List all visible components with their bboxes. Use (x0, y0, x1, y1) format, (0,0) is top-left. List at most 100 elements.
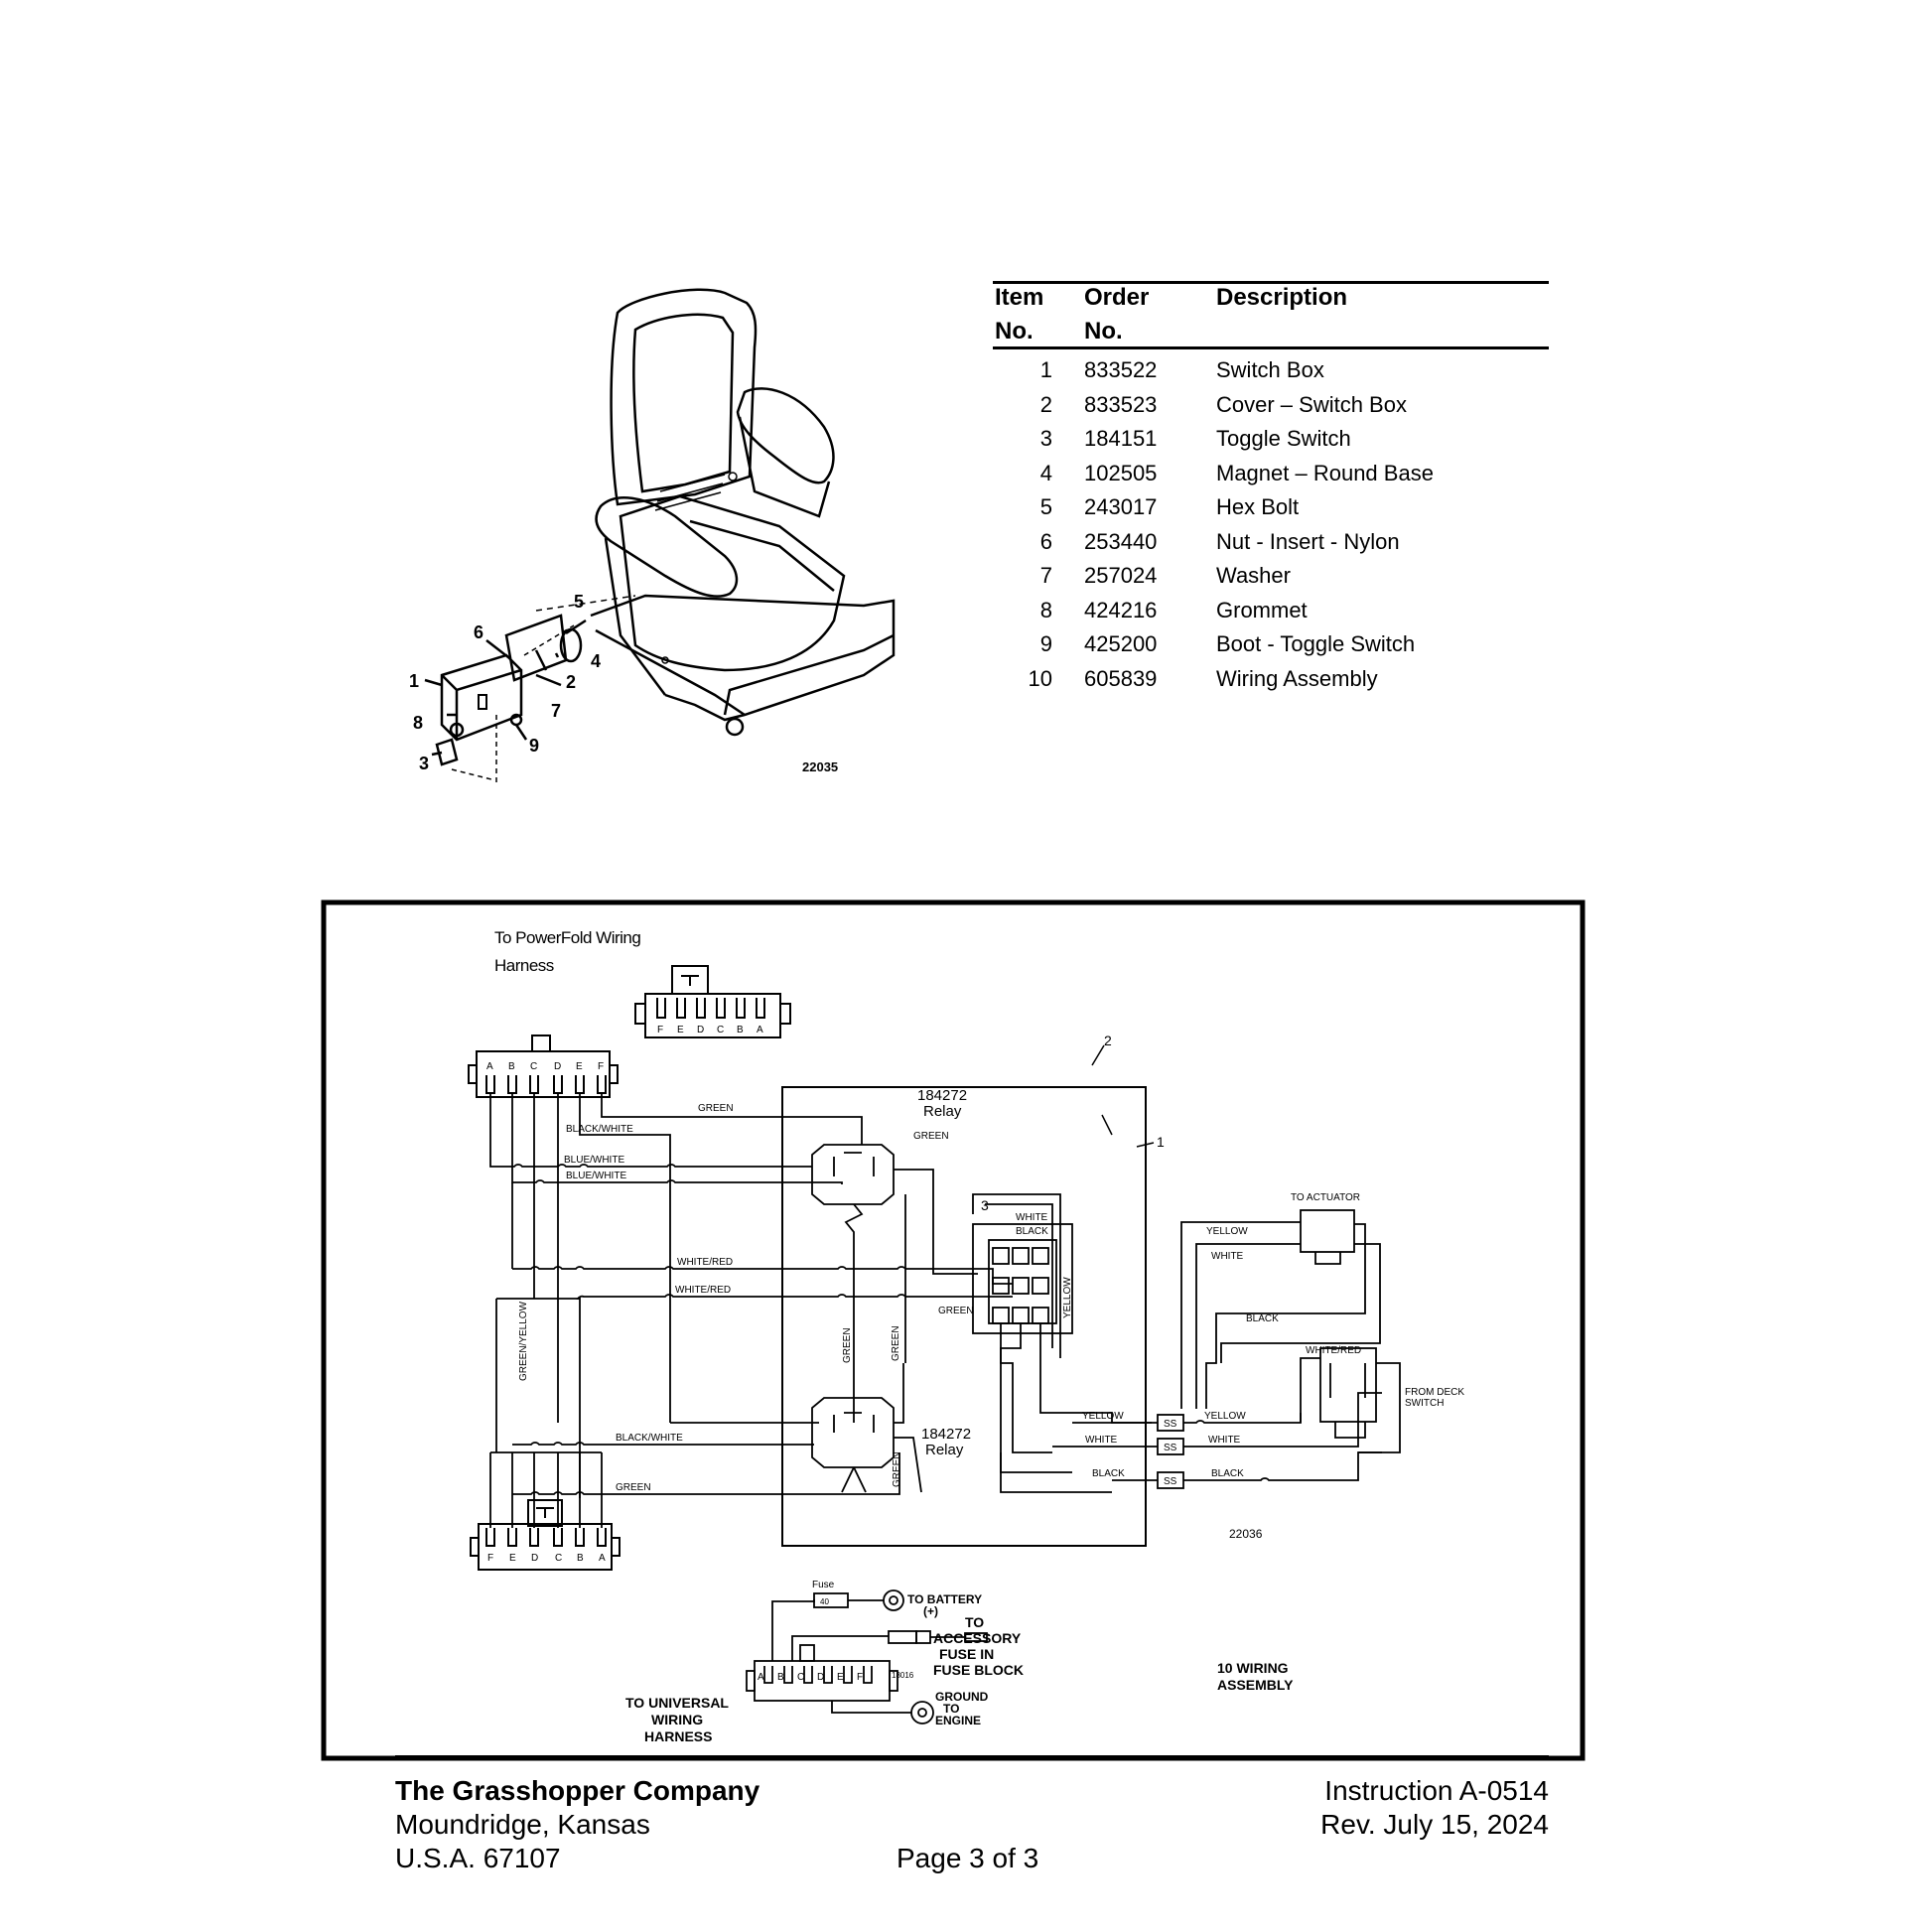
revision-date: Rev. July 15, 2024 (1320, 1809, 1549, 1840)
item-no: 6 (1039, 528, 1052, 554)
assembly-line1: 10 WIRING (1217, 1660, 1289, 1676)
order-no: 257024 (1084, 563, 1158, 588)
label-green-vertical-3: GREEN (892, 1451, 902, 1487)
table-row: 4 102505 Magnet – Round Base (993, 461, 1549, 494)
page-footer: The Grasshopper Company Moundridge, Kans… (395, 1755, 1549, 1904)
item-no: 5 (1039, 494, 1052, 519)
ground-line2: TO (943, 1702, 959, 1716)
ground-line3: ENGINE (935, 1714, 981, 1727)
wires (489, 1093, 1401, 1725)
label-green-vertical: GREEN (842, 1327, 853, 1363)
pin-label: B (577, 1553, 584, 1564)
ss-connector-3: SS (1164, 1476, 1177, 1487)
to-accessory-line4: FUSE BLOCK (933, 1662, 1024, 1678)
ground-line1: GROUND (935, 1690, 989, 1704)
footer-rule (395, 1755, 1549, 1757)
label-green-yellow: GREEN/YELLOW (518, 1301, 529, 1381)
pin-label: E (576, 1061, 583, 1072)
description: Boot - Toggle Switch (1216, 631, 1416, 656)
label-white-ss: WHITE (1085, 1435, 1118, 1446)
callout-3: 3 (981, 1197, 989, 1213)
label-black-white-lower: BLACK/WHITE (616, 1433, 683, 1444)
order-no: 243017 (1084, 494, 1158, 519)
pin-label: A (758, 1672, 764, 1683)
table-row: 7 257024 Washer (993, 563, 1549, 597)
description: Toggle Switch (1216, 426, 1351, 451)
description: Switch Box (1216, 357, 1324, 382)
to-universal-line3: HARNESS (644, 1728, 712, 1744)
assembly-line2: ASSEMBLY (1217, 1677, 1294, 1693)
table-row: 1 833522 Switch Box (993, 357, 1549, 391)
order-no: 253440 (1084, 528, 1158, 554)
pin-label: B (737, 1025, 744, 1035)
label-black-ss: BLACK (1092, 1468, 1125, 1479)
table-row: 10 605839 Wiring Assembly (993, 666, 1549, 700)
to-accessory-line2: ACCESSORY (933, 1630, 1022, 1646)
order-no: 102505 (1084, 460, 1158, 485)
label-white-act: WHITE (1211, 1251, 1244, 1262)
ss-connector-1: SS (1164, 1419, 1177, 1430)
to-battery-line1: TO BATTERY (907, 1592, 982, 1606)
to-accessory-line1: TO (965, 1614, 984, 1630)
fuse-label: Fuse (812, 1580, 835, 1590)
order-no: 833523 (1084, 391, 1158, 417)
ss-connector-2: SS (1164, 1443, 1177, 1453)
callout-3: 3 (419, 754, 429, 773)
pin-label: E (837, 1672, 844, 1683)
label-white-red: WHITE/RED (677, 1257, 733, 1268)
pin-label: D (531, 1553, 538, 1564)
label-white-red-deck: WHITE/RED (1306, 1345, 1361, 1356)
item-no: 7 (1039, 563, 1052, 588)
label-blue-white-2: BLUE/WHITE (566, 1171, 626, 1181)
pin-label: E (677, 1025, 684, 1035)
relay-2-part: 184272 (921, 1426, 971, 1443)
parts-illustration: 1 2 3 4 5 6 7 8 9 22035 (409, 288, 896, 784)
pin-label: C (797, 1672, 804, 1683)
fuse-value: 40 (820, 1597, 829, 1606)
pin-label: A (486, 1061, 493, 1072)
order-no: 184151 (1084, 426, 1158, 451)
label-green: GREEN (698, 1103, 734, 1114)
relay-1-label: Relay (923, 1103, 962, 1120)
description: Washer (1216, 563, 1291, 588)
wiring-diagram: To PowerFold Wiring Harness F E D C B A … (321, 899, 1586, 1761)
table-row: 3 184151 Toggle Switch (993, 426, 1549, 460)
callout-6: 6 (474, 622, 483, 642)
label-white-deck: WHITE (1208, 1435, 1241, 1446)
label-yellow-switch: YELLOW (1062, 1277, 1073, 1318)
label-green-lower: GREEN (616, 1482, 651, 1493)
order-no: 605839 (1084, 665, 1158, 691)
label-white-switch: WHITE (1016, 1212, 1048, 1223)
table-row: 6 253440 Nut - Insert - Nylon (993, 529, 1549, 563)
figure-number: 22035 (802, 759, 838, 774)
pin-label: F (857, 1672, 863, 1683)
pin-label: B (777, 1672, 784, 1683)
label-black-deck: BLACK (1211, 1468, 1244, 1479)
pin-label: F (598, 1061, 604, 1072)
label-green-switch: GREEN (938, 1306, 974, 1316)
from-deck-switch-line1: FROM DECK (1405, 1387, 1464, 1398)
callout-2: 2 (1104, 1033, 1112, 1048)
to-battery-line2: (+) (923, 1604, 938, 1618)
header-item-line1: Item (995, 284, 1044, 311)
order-no: 424216 (1084, 597, 1158, 622)
instruction-number: Instruction A-0514 (1324, 1775, 1549, 1806)
diagram-frame (321, 899, 1586, 1761)
to-actuator-label: TO ACTUATOR (1291, 1192, 1360, 1203)
callout-9: 9 (529, 736, 539, 756)
relay-1-part: 184272 (917, 1087, 967, 1104)
seat-drawing (424, 288, 896, 784)
table-row: 2 833523 Cover – Switch Box (993, 392, 1549, 426)
item-no: 3 (1039, 426, 1052, 451)
description: Grommet (1216, 597, 1308, 622)
label-black-act: BLACK (1246, 1313, 1279, 1324)
label-green-relay: GREEN (913, 1131, 949, 1142)
to-universal-line2: WIRING (651, 1712, 703, 1727)
description: Cover – Switch Box (1216, 391, 1407, 417)
company-city: Moundridge, Kansas (395, 1809, 650, 1840)
label-black-switch: BLACK (1016, 1226, 1048, 1237)
item-no: 1 (1039, 357, 1052, 382)
header-item-line2: No. (995, 318, 1034, 345)
pin-label: C (530, 1061, 537, 1072)
header-order-line1: Order (1084, 284, 1150, 311)
